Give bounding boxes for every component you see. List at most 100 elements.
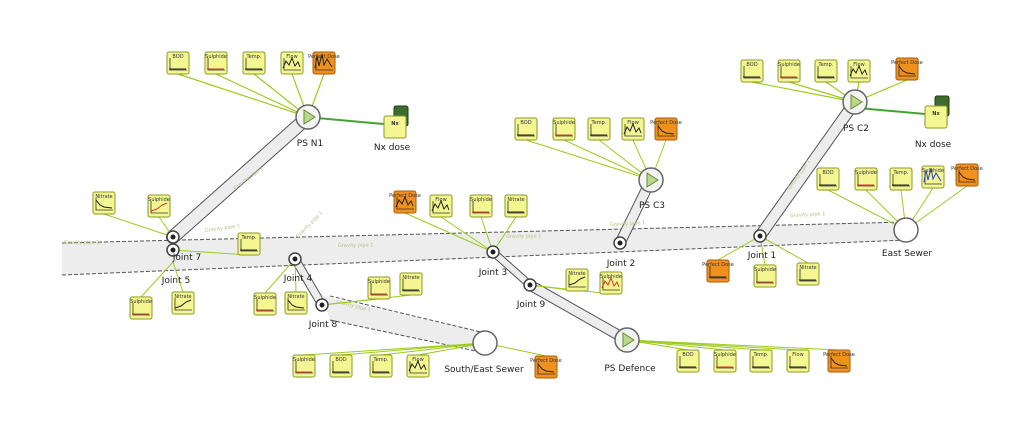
sensor-tile-temp[interactable]: Temp. xyxy=(369,354,393,378)
sensor-axes xyxy=(624,124,642,137)
sensor-tile-flow[interactable]: Flow xyxy=(786,349,810,373)
sensor-tile-bod[interactable]: BOD xyxy=(166,51,190,75)
nx-dose-1[interactable]: Nx xyxy=(383,105,409,139)
sensor-tile-sulphide[interactable]: Sulphide xyxy=(599,271,623,295)
sensor-tile-label: Nitrate xyxy=(507,197,524,203)
joint-8-label: Joint 8 xyxy=(308,320,338,330)
sensor-tile-flow[interactable]: Flow xyxy=(280,51,304,75)
joint-3[interactable] xyxy=(486,245,500,259)
sensor-tile-label: Flow xyxy=(792,352,803,358)
sensor-tile-label: Sulphide xyxy=(553,120,575,126)
sensor-axes xyxy=(95,198,113,211)
joint-5[interactable] xyxy=(166,243,180,257)
ps-defence-pump[interactable] xyxy=(614,327,640,353)
sensor-axes xyxy=(537,362,555,375)
sensor-tile-nitrate[interactable]: Nitrate xyxy=(92,191,116,215)
sensor-tile-label: Perfect Dose xyxy=(308,54,340,60)
sensor-tile-sulphide[interactable]: Sulphide xyxy=(713,349,737,373)
sensor-tile-temp[interactable]: Temp. xyxy=(889,167,913,191)
sensor-tile-bg xyxy=(895,57,919,81)
sensor-axes xyxy=(256,299,274,312)
sensor-tile-bg xyxy=(599,271,623,295)
sensor-tile-bod[interactable]: BOD xyxy=(514,117,538,141)
pipe-ps-n1-joint-7[interactable] xyxy=(166,110,315,244)
ps-n1-pump[interactable] xyxy=(295,104,321,130)
sensor-axes xyxy=(174,298,192,311)
ps-c2-pump[interactable] xyxy=(842,89,868,115)
nx-dose-2[interactable]: Nx xyxy=(924,95,950,129)
sensor-tile-nitrate[interactable]: Nitrate xyxy=(399,272,423,296)
joint-7[interactable] xyxy=(166,230,180,244)
sensor-tile-flow[interactable]: Flow xyxy=(847,59,871,83)
sensor-tile-perfect-dose[interactable]: Perfect Dose xyxy=(389,190,421,214)
sensor-tile-sulphide[interactable]: Sulphide xyxy=(753,264,777,288)
sensor-tile-perfect-dose[interactable]: Perfect Dose xyxy=(530,355,562,379)
sensor-tile-nitrate[interactable]: Nitrate xyxy=(284,291,308,315)
sensor-tile-temp[interactable]: Temp. xyxy=(237,232,261,256)
sensor-tile-perfect-dose[interactable]: Perfect Dose xyxy=(823,349,855,373)
sensor-tile-sulphide[interactable]: Sulphide xyxy=(204,51,228,75)
joint-2[interactable] xyxy=(613,236,627,250)
sensor-trace xyxy=(395,195,414,208)
sensor-tile-flow[interactable]: Flow xyxy=(406,354,430,378)
sensor-tile-nitrate[interactable]: Nitrate xyxy=(171,291,195,315)
sensor-trace xyxy=(314,53,333,69)
sensor-tile-flow[interactable]: Flow xyxy=(621,117,645,141)
sensor-tile-sulphide[interactable]: Sulphide xyxy=(367,276,391,300)
sensor-tile-temp[interactable]: Temp. xyxy=(814,59,838,83)
sensor-tile-nitrate[interactable]: Nitrate xyxy=(504,194,528,218)
sensor-tile-perfect-dose[interactable]: Perfect Dose xyxy=(951,163,983,187)
sensor-tile-sulphide[interactable]: Sulphide xyxy=(777,59,801,83)
sensor-tile-sulphide[interactable]: Sulphide xyxy=(921,165,945,189)
sensor-axes xyxy=(898,64,916,77)
sensor-tile-bg xyxy=(406,354,430,378)
joint-4[interactable] xyxy=(288,252,302,266)
sensor-tile-sulphide[interactable]: Sulphide xyxy=(469,194,493,218)
se-pipe-body-2 xyxy=(322,296,485,353)
joint-8[interactable] xyxy=(315,298,329,312)
joint-dot xyxy=(170,234,176,240)
sensor-axes xyxy=(283,58,301,71)
joint-9[interactable] xyxy=(523,278,537,292)
ps-c3-pump[interactable] xyxy=(638,167,664,193)
pipe-label-6: Gravity pipe 1 xyxy=(610,220,646,228)
main-sewer-bottom-edge xyxy=(61,239,907,276)
pipe-joint-3-joint-9[interactable] xyxy=(489,248,534,289)
sensor-tile-sulphide[interactable]: Sulphide xyxy=(854,167,878,191)
pipe-joint-9-ps-defence[interactable] xyxy=(524,279,633,346)
sensor-tile-perfect-dose[interactable]: Perfect Dose xyxy=(650,117,682,141)
sensor-tile-sulphide[interactable]: Sulphide xyxy=(292,354,316,378)
pipe-ps-c2-joint-1[interactable] xyxy=(754,96,861,242)
sensor-tile-sulphide[interactable]: Sulphide xyxy=(552,117,576,141)
sensor-tile-perfect-dose[interactable]: Perfect Dose xyxy=(891,57,923,81)
sensor-tile-bod[interactable]: BOD xyxy=(676,349,700,373)
sensor-tile-bod[interactable]: BOD xyxy=(329,354,353,378)
sensor-tile-label: Sulphide xyxy=(714,352,736,358)
sensor-tile-sulphide[interactable]: Sulphide xyxy=(253,292,277,316)
joint-1[interactable] xyxy=(753,229,767,243)
sensor-tile-nitrate[interactable]: Nitrate xyxy=(796,262,820,286)
sensor-tile-temp[interactable]: Temp. xyxy=(749,349,773,373)
sensor-link xyxy=(563,139,652,181)
pipe-joint-8-south-east-sewer[interactable] xyxy=(322,295,486,354)
south-east-sewer-outfall[interactable] xyxy=(472,330,498,356)
sensor-tile-nitrate[interactable]: Nitrate xyxy=(565,268,589,292)
sensor-tile-bg xyxy=(147,194,171,218)
sensor-tile-perfect-dose[interactable]: Perfect Dose xyxy=(308,51,340,75)
sensor-tile-sulphide[interactable]: Sulphide xyxy=(147,194,171,218)
sensor-tile-temp[interactable]: Temp. xyxy=(242,51,266,75)
sensor-tile-bod[interactable]: BOD xyxy=(740,59,764,83)
doser-tile xyxy=(924,105,948,129)
sensor-tile-label: BOD xyxy=(746,62,757,68)
sensor-tile-sulphide[interactable]: Sulphide xyxy=(129,296,153,320)
pump-play-icon xyxy=(622,332,635,348)
sensor-tile-label: Sulphide xyxy=(470,197,492,203)
sensor-axes xyxy=(396,197,414,210)
outfall-circle xyxy=(472,330,498,356)
sensor-tile-bod[interactable]: BOD xyxy=(816,167,840,191)
sensor-tile-temp[interactable]: Temp. xyxy=(587,117,611,141)
east-sewer-outfall[interactable] xyxy=(893,217,919,243)
sensor-tile-flow[interactable]: Flow xyxy=(429,194,453,218)
pipe-joint-4-joint-8[interactable] xyxy=(290,254,327,310)
sensor-tile-perfect-dose[interactable]: Perfect Dose xyxy=(702,259,734,283)
